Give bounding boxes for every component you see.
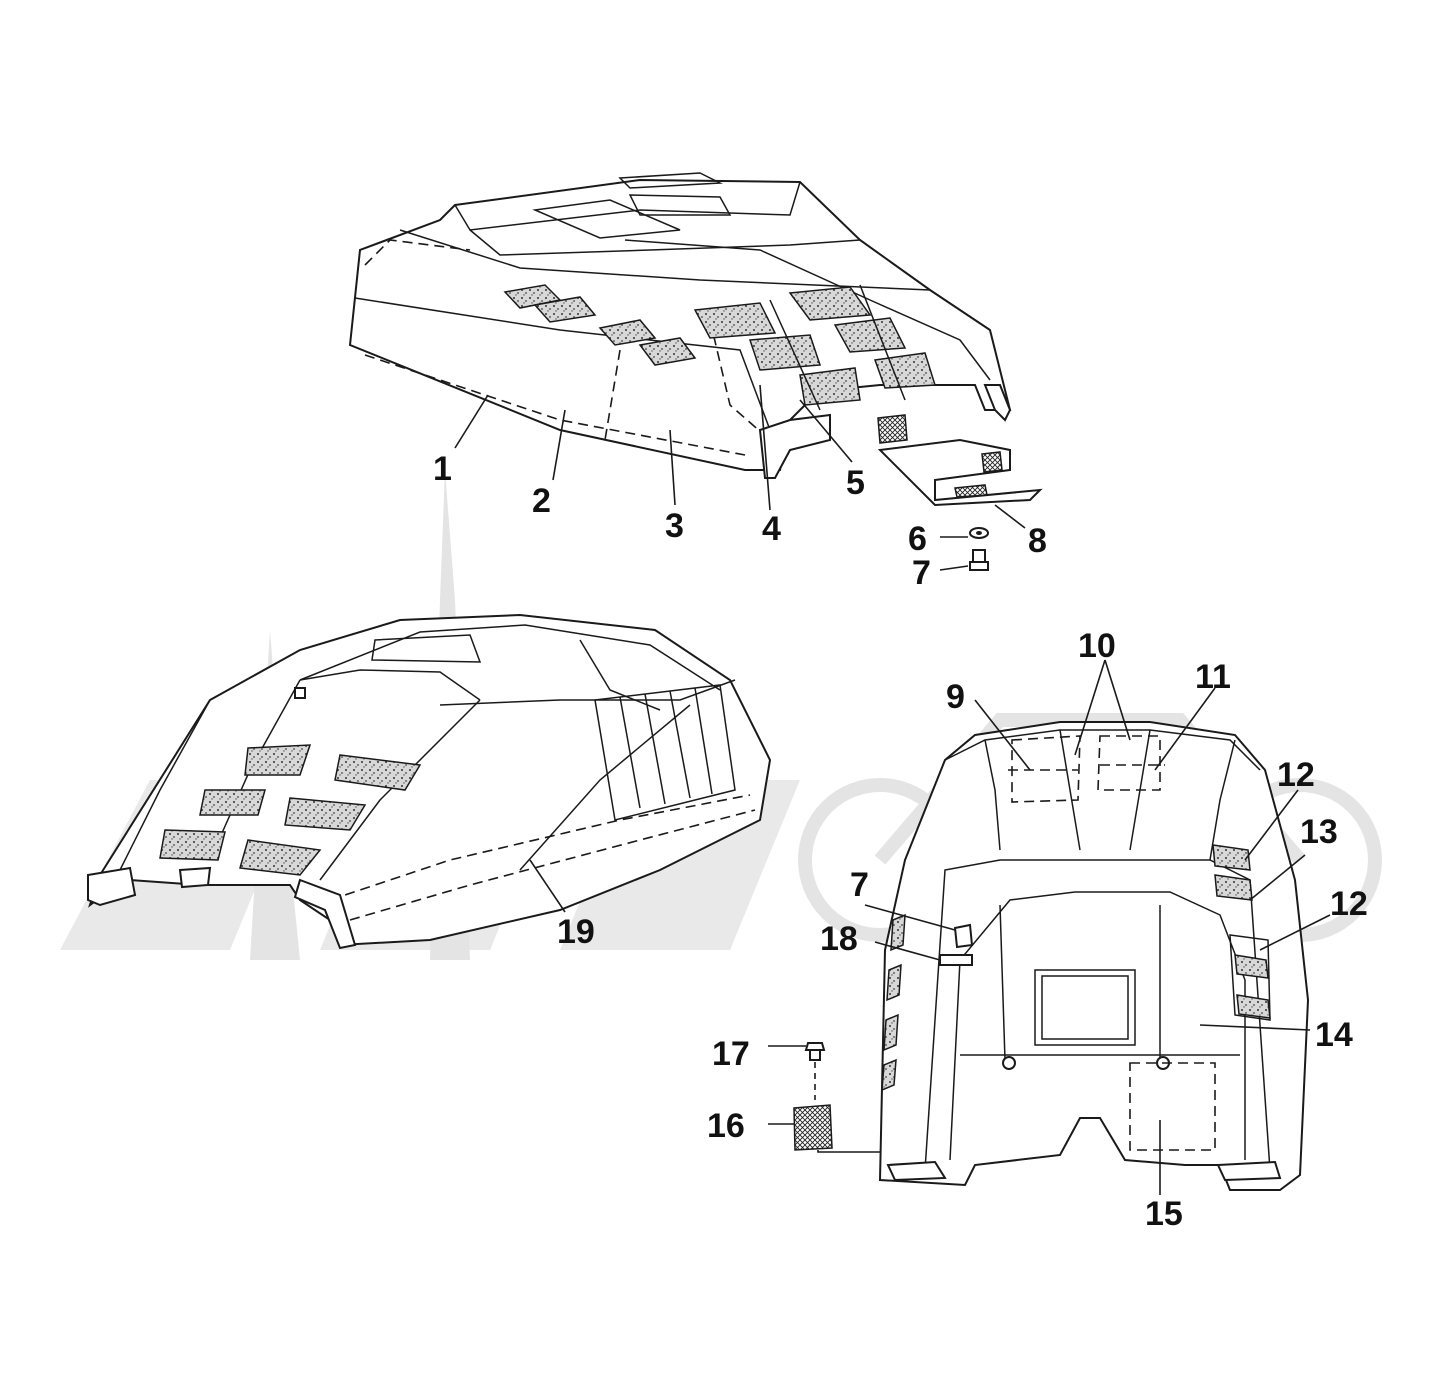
callout-11: 11 xyxy=(1195,658,1231,696)
callout-15: 15 xyxy=(1145,1195,1183,1233)
callout-18: 18 xyxy=(820,920,858,958)
callout-6: 6 xyxy=(908,520,927,558)
callout-4: 4 xyxy=(762,510,781,548)
callout-17: 17 xyxy=(712,1035,750,1073)
callout-7-top: 7 xyxy=(912,554,931,592)
callout-5: 5 xyxy=(846,464,865,502)
callout-14: 14 xyxy=(1315,1016,1353,1054)
hood-front-view xyxy=(87,613,772,950)
callout-9: 9 xyxy=(946,678,965,716)
hood-top-view xyxy=(348,172,1012,479)
callout-12-lower: 12 xyxy=(1330,885,1368,923)
callout-19: 19 xyxy=(557,913,595,951)
hood-underside-view xyxy=(878,721,1310,1191)
callout-3: 3 xyxy=(665,507,684,545)
leader-lines xyxy=(454,384,1331,1195)
screen-and-screw xyxy=(793,1042,880,1153)
callout-labels: 1 2 3 4 5 6 7 8 9 10 11 12 13 12 7 18 14… xyxy=(433,450,1368,1233)
callout-12-upper: 12 xyxy=(1277,756,1315,794)
callout-16: 16 xyxy=(707,1107,745,1145)
callout-7-lower: 7 xyxy=(850,866,869,904)
callout-13: 13 xyxy=(1300,813,1338,851)
callout-10: 10 xyxy=(1078,627,1116,665)
callout-2: 2 xyxy=(532,482,551,520)
vent-bracket-assembly xyxy=(877,414,1043,571)
callout-1: 1 xyxy=(433,450,452,488)
callout-8: 8 xyxy=(1028,522,1047,560)
